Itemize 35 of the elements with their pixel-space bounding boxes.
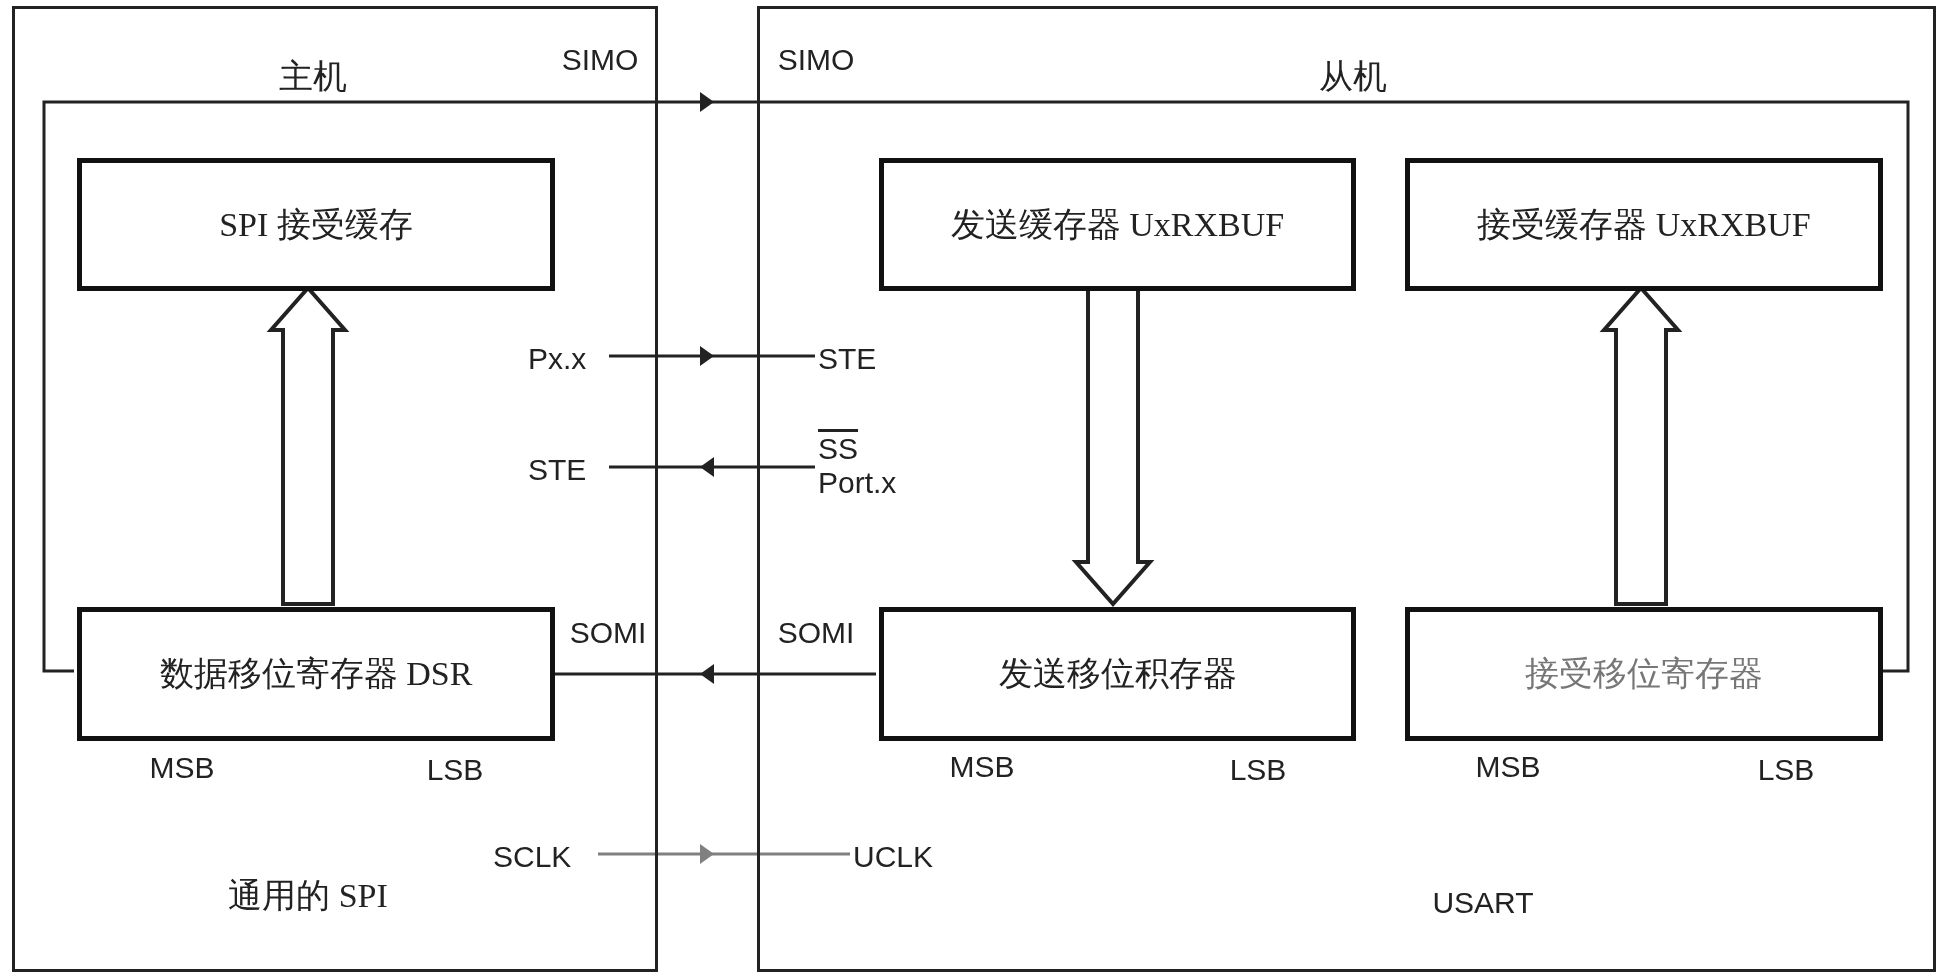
register-box [1405, 607, 1883, 741]
bit-order-label: LSB [1757, 752, 1815, 788]
register-box [77, 158, 555, 291]
panel-label: USART [1432, 885, 1534, 921]
bit-order-label: MSB [949, 749, 1015, 785]
device-panel [12, 6, 658, 972]
register-box [1405, 158, 1883, 291]
register-box [879, 607, 1356, 741]
register-box [77, 607, 555, 741]
signal-label: Px.x [528, 341, 612, 377]
box-label: 发送移位积存器 [998, 654, 1237, 694]
register-box [879, 158, 1356, 291]
box-label: SPI 接受缓存 [219, 204, 413, 245]
signal-label: SS [818, 431, 859, 466]
bit-order-label: LSB [426, 752, 484, 788]
bit-order-label: MSB [1475, 749, 1541, 785]
box-label: 接受缓存器 UxRXBUF [1477, 204, 1811, 245]
signal-label: SCLK [493, 839, 601, 875]
box-label: 数据移位寄存器 DSR [159, 654, 473, 694]
box-label: 接受移位寄存器 [1525, 654, 1763, 694]
pin-label: SIMO [561, 42, 639, 78]
bit-order-label: LSB [1229, 752, 1287, 788]
box-label: 发送缓存器 UxRXBUF [950, 204, 1285, 245]
signal-label: UCLK [853, 839, 957, 875]
pin-label: SIMO [777, 42, 855, 78]
group-title: 从机 [1319, 57, 1387, 97]
bit-order-label: MSB [149, 750, 215, 786]
pin-label: SOMI [569, 615, 647, 651]
device-panel [757, 6, 1936, 972]
signal-label: STE [818, 341, 902, 377]
signal-label: Port.x [818, 466, 897, 501]
signal-label: STE [528, 452, 612, 488]
group-title: 主机 [279, 57, 347, 97]
panel-label: 通用的 SPI [228, 876, 388, 916]
pin-label: SOMI [777, 615, 855, 651]
